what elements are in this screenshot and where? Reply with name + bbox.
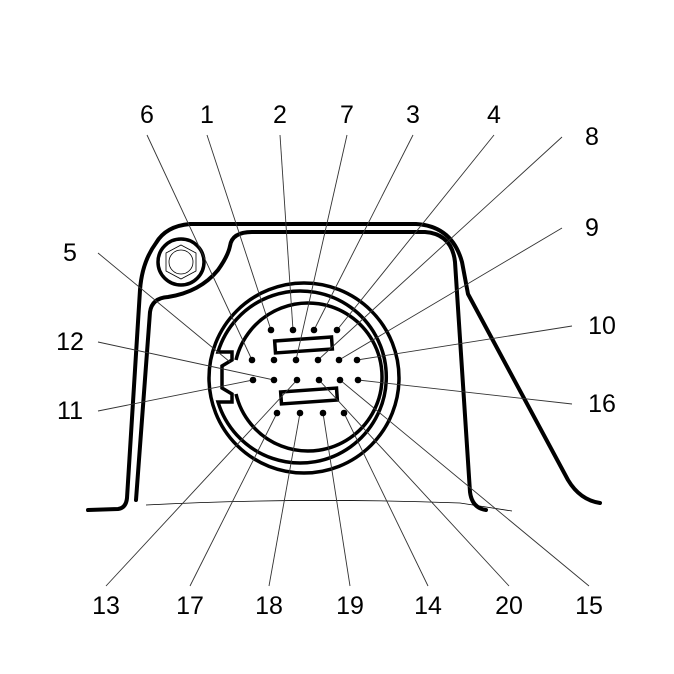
- pin-contact: [336, 376, 344, 384]
- pin-contact: [289, 326, 297, 334]
- leader-line-11: [97, 379, 254, 412]
- pin-label-20: 20: [495, 592, 523, 620]
- pin-label-19: 19: [336, 592, 364, 620]
- pin-contact: [314, 356, 322, 364]
- pin-label-15: 15: [575, 592, 603, 620]
- pin-contact: [270, 356, 278, 364]
- leader-line-12: [97, 341, 275, 381]
- connector-keyed-ring: [215, 289, 389, 465]
- leader-line-14: [343, 412, 429, 587]
- leader-line-10: [356, 325, 573, 361]
- housing-outline: [86, 222, 602, 512]
- pin-contact: [315, 376, 323, 384]
- leader-line-6: [146, 134, 253, 361]
- leader-line-1: [206, 134, 272, 331]
- pin-contact: [333, 326, 341, 334]
- leader-line-15: [339, 379, 590, 587]
- leader-line-4: [336, 134, 495, 331]
- pin-label-14: 14: [414, 592, 442, 620]
- pin-contact: [354, 376, 362, 384]
- pin-label-1: 1: [200, 101, 214, 129]
- pin-label-2: 2: [273, 101, 287, 129]
- pin-label-12: 12: [56, 328, 84, 356]
- connector-outer-ring: [207, 281, 401, 475]
- pin-contact: [319, 409, 327, 417]
- leader-line-16: [357, 379, 573, 405]
- leader-line-19: [322, 412, 351, 587]
- pin-label-18: 18: [255, 592, 283, 620]
- leader-line-8: [317, 136, 563, 361]
- connector-insert-ring: [234, 301, 384, 453]
- pin-label-16: 16: [588, 390, 616, 418]
- leader-line-2: [279, 134, 294, 331]
- leader-line-7: [295, 134, 348, 361]
- pin-contact: [292, 356, 300, 364]
- pin-label-7: 7: [340, 101, 354, 129]
- leader-line-18: [268, 412, 301, 587]
- key-slot-upper: [272, 335, 335, 355]
- pin-contact: [293, 376, 301, 384]
- housing-inner-frame: [134, 230, 488, 512]
- pin-label-11: 11: [57, 397, 83, 425]
- leader-line-20: [318, 379, 510, 587]
- pin-contact: [353, 356, 361, 364]
- pin-label-17: 17: [176, 592, 204, 620]
- pin-label-3: 3: [406, 101, 420, 129]
- pin-label-13: 13: [92, 592, 120, 620]
- pin-contact: [249, 376, 257, 384]
- pin-contact: [267, 326, 275, 334]
- leader-line-3: [313, 134, 414, 331]
- mounting-bolt: [156, 237, 206, 287]
- leader-line-13: [105, 379, 298, 587]
- leader-line-5: [97, 252, 231, 363]
- pin-label-10: 10: [588, 312, 616, 340]
- pin-contact: [335, 356, 343, 364]
- pin-contact: [248, 356, 256, 364]
- pin-contact: [340, 409, 348, 417]
- pin-label-6: 6: [140, 101, 154, 129]
- pin-contact: [270, 376, 278, 384]
- key-slot-lower: [278, 386, 340, 406]
- housing-bottom-edge: [145, 500, 513, 512]
- pin-label-5: 5: [63, 239, 77, 267]
- leader-line-17: [189, 412, 278, 587]
- pin-contact: [273, 409, 281, 417]
- pin-contact: [310, 326, 318, 334]
- pin-contact: [296, 409, 304, 417]
- pin-label-8: 8: [585, 123, 599, 151]
- pin-label-9: 9: [585, 214, 599, 242]
- leader-line-9: [338, 227, 563, 361]
- pin-label-4: 4: [487, 101, 501, 129]
